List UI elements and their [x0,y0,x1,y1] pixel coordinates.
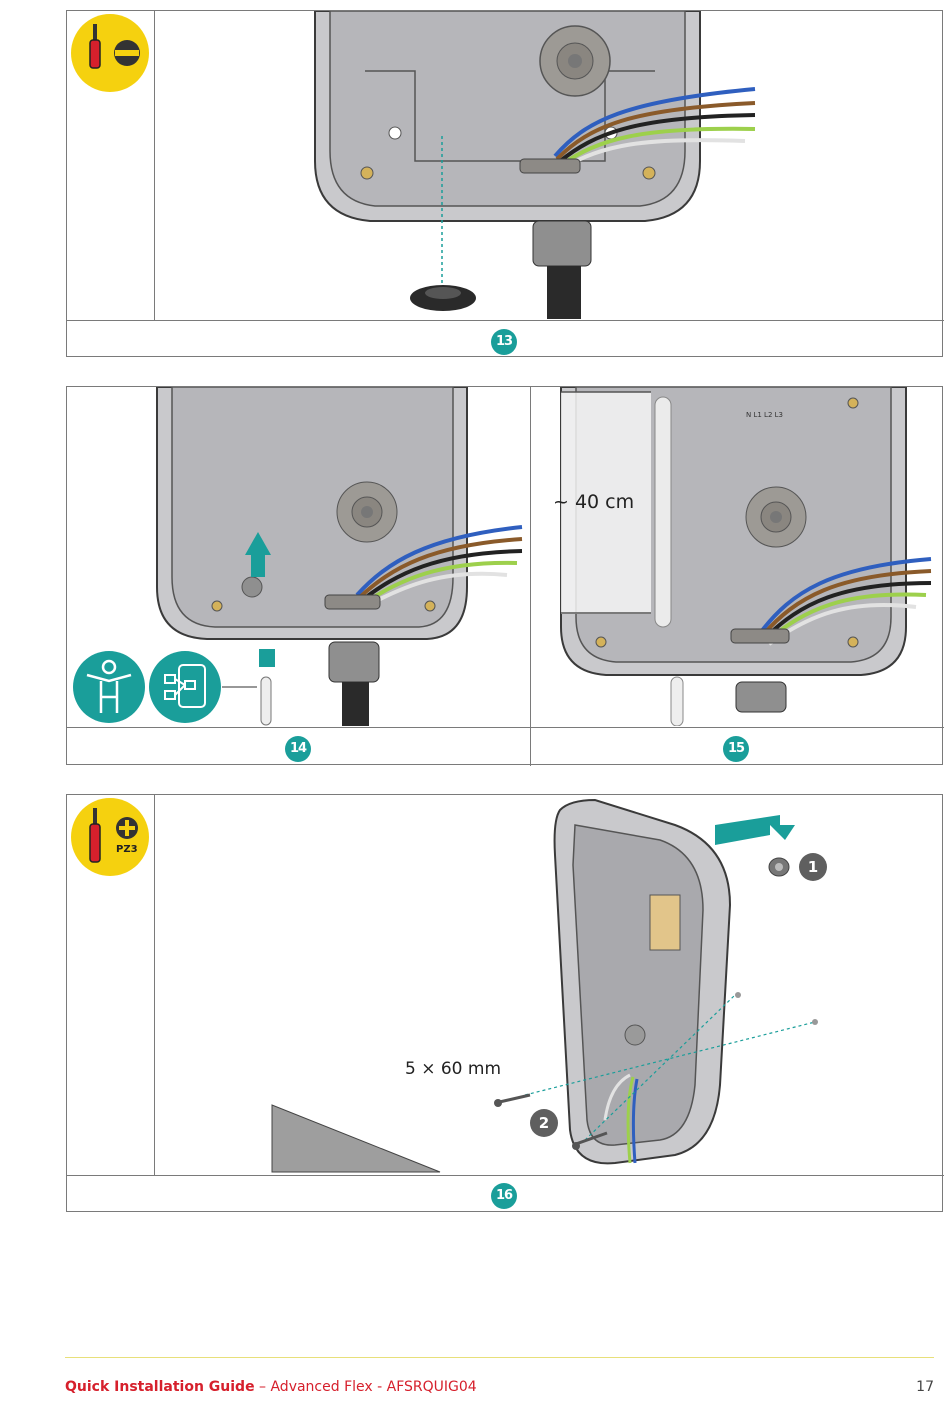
step-number: 14 [285,736,311,762]
step-16-panel: PZ3 5 × 60 mm 1 2 16 [66,794,944,1212]
divider [154,795,155,1175]
step-number: 15 [723,736,749,762]
divider [67,1175,944,1176]
step-number: 16 [491,1183,517,1209]
flat-screwdriver-icon [71,14,149,92]
pz3-label: PZ3 [116,844,138,855]
step-13-illustration [155,11,943,319]
footer-title-rest: – Advanced Flex - AFSRQUIG04 [254,1379,477,1395]
phillips-screwdriver-icon: PZ3 [71,798,149,876]
footer-title: Quick Installation Guide – Advanced Flex… [65,1379,477,1395]
divider [67,727,944,728]
page-number: 17 [916,1379,934,1395]
screw-size-label: 5 × 60 mm [405,1059,502,1079]
divider [67,320,944,321]
step-13-panel: 13 [66,10,944,357]
step-15-illustration: N L1 L2 L3 ~ 40 cm [531,387,943,726]
divider [530,387,531,766]
svg-text:N L1 L2 L3: N L1 L2 L3 [746,411,783,419]
callout-2: 2 [530,1109,558,1137]
footer-title-bold: Quick Installation Guide [65,1379,255,1395]
cable-length-label: ~ 40 cm [553,491,635,513]
callout-1: 1 [799,853,827,881]
wiring-diagram-icon [149,651,221,723]
step-14-15-panel: N L1 L2 L3 ~ 40 cm 14 15 [66,386,944,766]
step-14-illustration [67,387,529,726]
footer-divider [65,1357,934,1358]
divider [154,11,155,320]
step-number: 13 [491,329,517,355]
person-icon [73,651,145,723]
step-16-illustration: 5 × 60 mm 1 2 [155,795,943,1174]
